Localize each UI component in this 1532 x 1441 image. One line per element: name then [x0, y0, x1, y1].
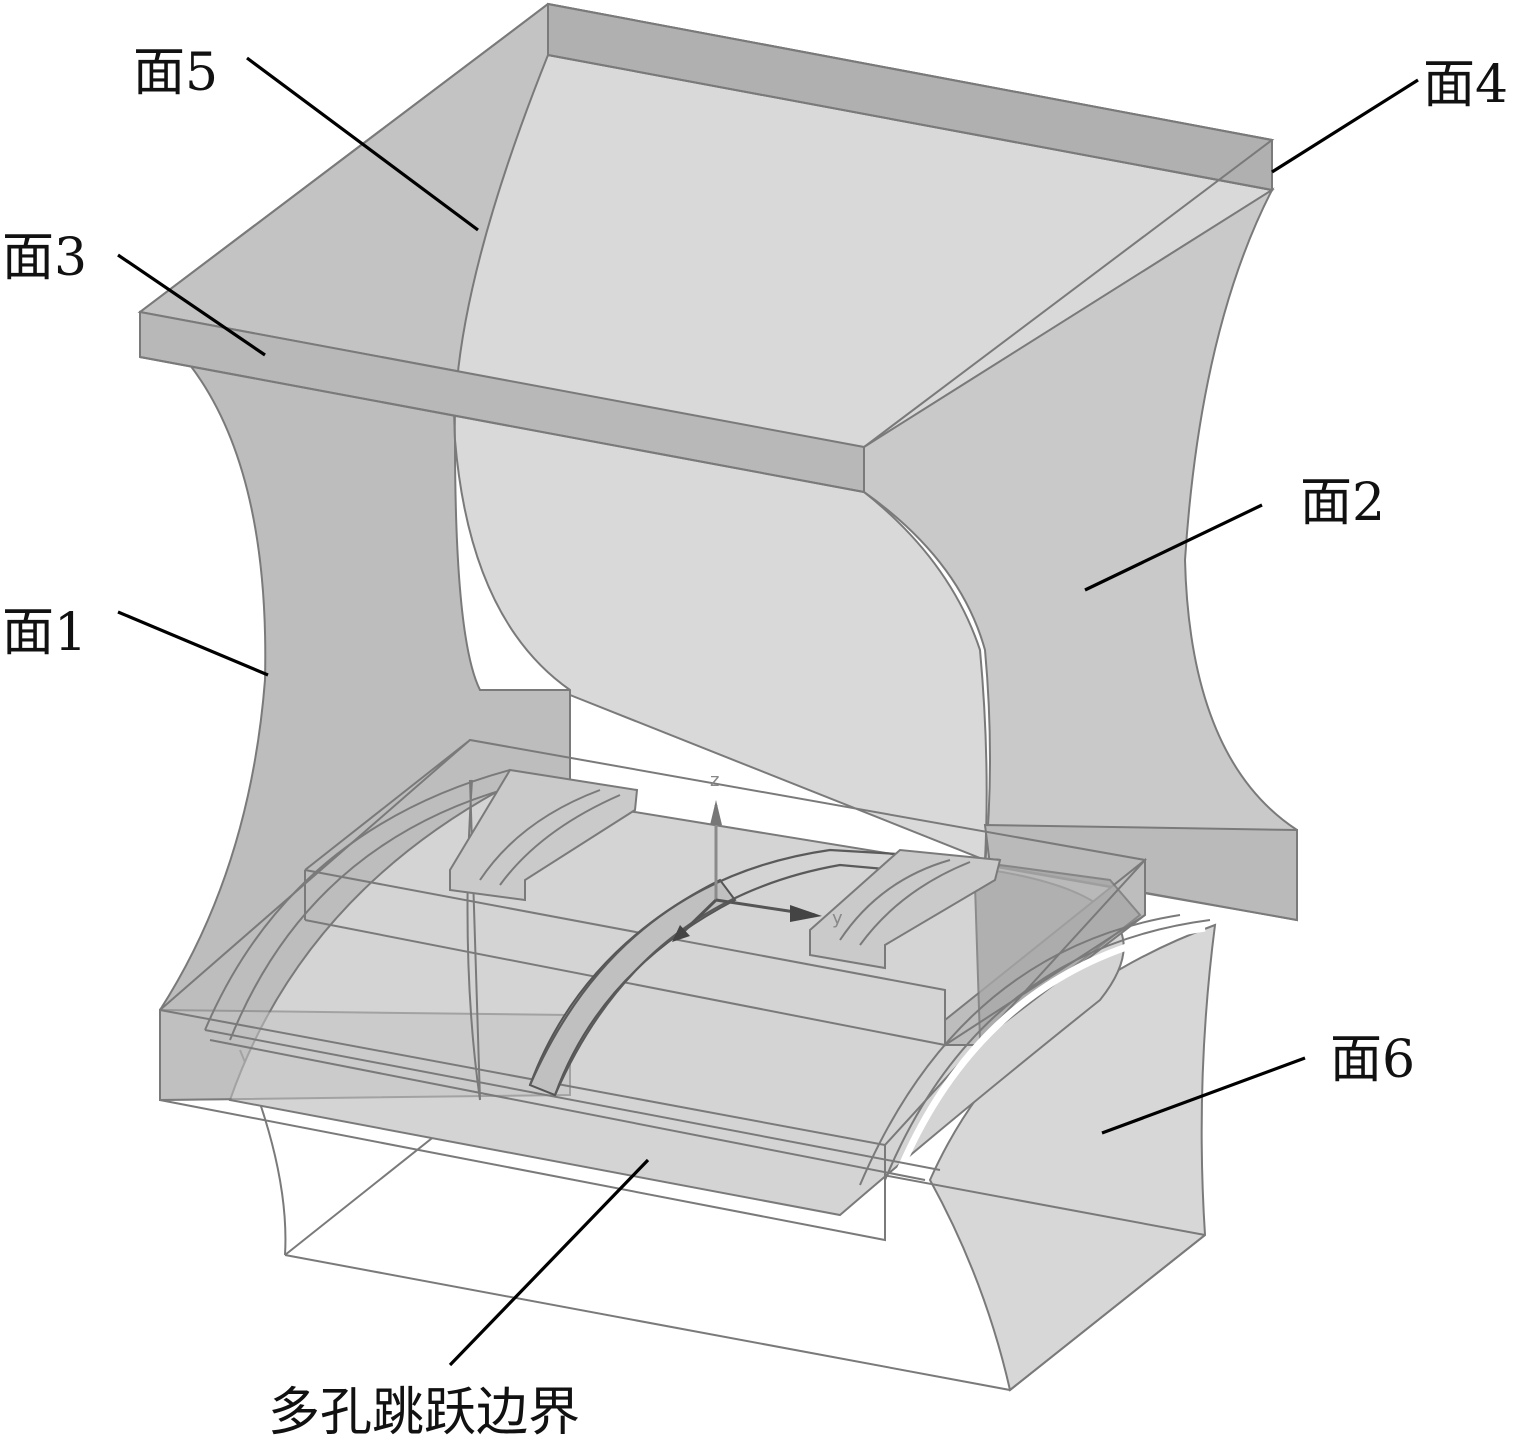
leader-face5	[246, 56, 479, 232]
x-axis-arrow	[672, 925, 690, 942]
z-axis-label: z	[710, 770, 719, 791]
leader-face1	[117, 610, 269, 677]
cylinder-arc-1	[204, 769, 511, 1031]
cylinder-arc-4	[859, 914, 1181, 1186]
lower-box-outline	[239, 1049, 1206, 1392]
label-face3: 面3	[2, 228, 87, 288]
leader-face2	[1084, 503, 1263, 592]
label-face5: 面5	[133, 43, 218, 103]
leader-face3	[117, 253, 266, 357]
porous-boundary-arc-a	[528, 848, 1001, 1086]
pad-arcs	[479, 789, 971, 946]
leader-boundary	[448, 1158, 650, 1367]
cylinder-white-arc	[896, 924, 1206, 1172]
label-porous-jump-boundary: 多孔跳跃边界	[268, 1383, 580, 1441]
cylinder-axis-lines	[204, 779, 941, 1181]
label-face6: 面6	[1330, 1030, 1415, 1090]
pad-left	[449, 768, 639, 902]
face-2-surface	[863, 187, 1298, 922]
z-axis-arrow	[710, 800, 722, 825]
label-face4: 面4	[1423, 55, 1508, 115]
slab-edge-lines	[139, 3, 1273, 493]
pad-right	[809, 848, 1002, 970]
y-axis-label: y	[832, 908, 843, 929]
cylinder-arc-3	[884, 919, 1211, 1181]
ledge-box-lines	[159, 738, 1147, 1242]
x-axis-line	[678, 898, 718, 937]
label-face2: 面2	[1300, 473, 1385, 533]
leader-face4	[1271, 78, 1419, 174]
label-face1: 面1	[2, 603, 87, 663]
cylinder-arc-2	[229, 784, 521, 1041]
leader-face6	[1101, 1056, 1306, 1135]
lower-ledge-left	[159, 1008, 571, 1102]
y-axis-arrow	[790, 905, 822, 922]
